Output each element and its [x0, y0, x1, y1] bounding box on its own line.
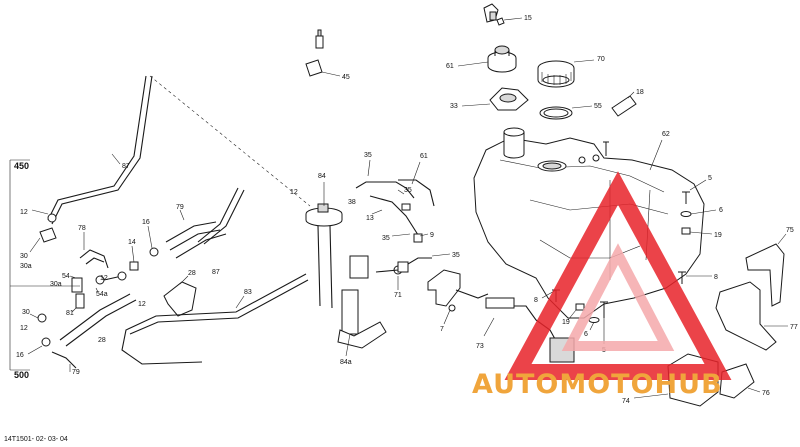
variant-450: 450 — [14, 161, 29, 171]
part-7-bracket — [427, 269, 461, 325]
part-79-hose-lower — [51, 293, 137, 372]
callout-5: 5 — [708, 175, 712, 182]
part-19-clip — [681, 227, 713, 235]
callout-70: 70 — [597, 56, 605, 63]
callout-87: 87 — [122, 163, 130, 170]
callout-35: 35 — [364, 152, 372, 159]
part-30-fitting — [29, 227, 57, 253]
part-84-fuel-pump — [305, 182, 387, 357]
part-61-fuel-cap — [457, 45, 517, 73]
part-54-valve — [69, 271, 127, 293]
part-45-connector — [305, 29, 341, 77]
callout-30a: 30a — [50, 281, 62, 288]
callout-12: 12 — [100, 275, 108, 282]
callout-12: 12 — [290, 189, 298, 196]
callout-35: 35 — [382, 235, 390, 242]
variant-500: 500 — [14, 370, 29, 380]
callout-8: 8 — [534, 297, 538, 304]
part-79-hose-upper — [165, 187, 245, 259]
callout-16: 16 — [142, 219, 150, 226]
fuel-lines-upper — [355, 159, 451, 290]
callout-30: 30 — [22, 309, 30, 316]
callout-7: 7 — [440, 326, 444, 333]
callout-54: 54 — [62, 273, 70, 280]
callout-45: 45 — [342, 74, 350, 81]
callout-15: 15 — [524, 15, 532, 22]
callout-83: 83 — [244, 289, 252, 296]
part-33-cap — [461, 87, 529, 111]
callout-16: 16 — [16, 352, 24, 359]
callout-71: 71 — [394, 292, 402, 299]
callout-61: 61 — [420, 153, 428, 160]
callout-28: 28 — [188, 270, 196, 277]
callout-18: 18 — [636, 89, 644, 96]
callout-74: 74 — [622, 398, 630, 405]
callout-79: 79 — [176, 204, 184, 211]
callout-81: 81 — [66, 310, 74, 317]
callout-78: 78 — [78, 225, 86, 232]
part-75-guard — [745, 233, 787, 307]
part-87-hose-long — [47, 75, 153, 225]
watermark-text: AUTOMOTOHUB — [472, 369, 723, 400]
part-70-locking-ring — [537, 59, 595, 88]
callout-6: 6 — [584, 331, 588, 338]
part-5-bolt — [682, 179, 707, 204]
callout-35: 35 — [404, 187, 412, 194]
part-8-bolt-right — [678, 271, 712, 284]
watermark-triangle-icon — [504, 171, 732, 380]
part-16-clamp — [147, 225, 159, 257]
part-78-hose — [79, 232, 109, 269]
part-19-clip-lower — [567, 303, 585, 321]
part-5-bolt-lower — [600, 301, 608, 344]
callout-62: 62 — [662, 131, 670, 138]
callout-12: 12 — [20, 209, 28, 216]
callout-87: 87 — [212, 269, 220, 276]
callout-38: 38 — [348, 199, 356, 206]
guide-dashed — [149, 75, 311, 207]
part-83-hose — [121, 273, 309, 365]
part-6-washer — [680, 209, 717, 217]
callout-54a: 54a — [96, 291, 108, 298]
watermark-inner-triangle-icon — [561, 243, 675, 351]
part-12-clamp-top — [31, 209, 57, 223]
callout-76: 76 — [762, 390, 770, 397]
callout-84a: 84a — [340, 359, 352, 366]
callout-9: 9 — [430, 232, 434, 239]
part-15-clip — [483, 3, 523, 26]
watermark-logo — [504, 171, 732, 380]
callout-19: 19 — [714, 232, 722, 239]
part-76-cover — [719, 363, 761, 399]
callout-55: 55 — [594, 103, 602, 110]
callout-79: 79 — [72, 369, 80, 376]
callout-73: 73 — [476, 343, 484, 350]
callout-8: 8 — [714, 274, 718, 281]
callout-13: 13 — [366, 215, 374, 222]
callout-28: 28 — [98, 337, 106, 344]
part-6-washer-lower — [588, 317, 600, 331]
callout-61: 61 — [446, 63, 454, 70]
callout-35: 35 — [452, 252, 460, 259]
callout-12: 12 — [138, 301, 146, 308]
part-55-gasket — [539, 105, 593, 120]
callout-14: 14 — [128, 239, 136, 246]
callout-77: 77 — [790, 324, 798, 331]
part-14-clamp — [129, 245, 139, 271]
part-28-bracket — [163, 275, 197, 317]
callout-12: 12 — [20, 325, 28, 332]
variant-bracket — [9, 159, 80, 371]
part-12-clamp-lower — [27, 313, 51, 355]
part-81-fitting — [71, 293, 85, 313]
diagram-code: 14T1501- 02- 03- 04 — [4, 436, 68, 443]
callout-6: 6 — [719, 207, 723, 214]
callout-30a: 30a — [20, 263, 32, 270]
part-77-shield — [715, 281, 788, 351]
callout-33: 33 — [450, 103, 458, 110]
callout-30: 30 — [20, 253, 28, 260]
callout-84: 84 — [318, 173, 326, 180]
part-18-pad — [611, 91, 637, 117]
callout-75: 75 — [786, 227, 794, 234]
callout-19: 19 — [562, 319, 570, 326]
